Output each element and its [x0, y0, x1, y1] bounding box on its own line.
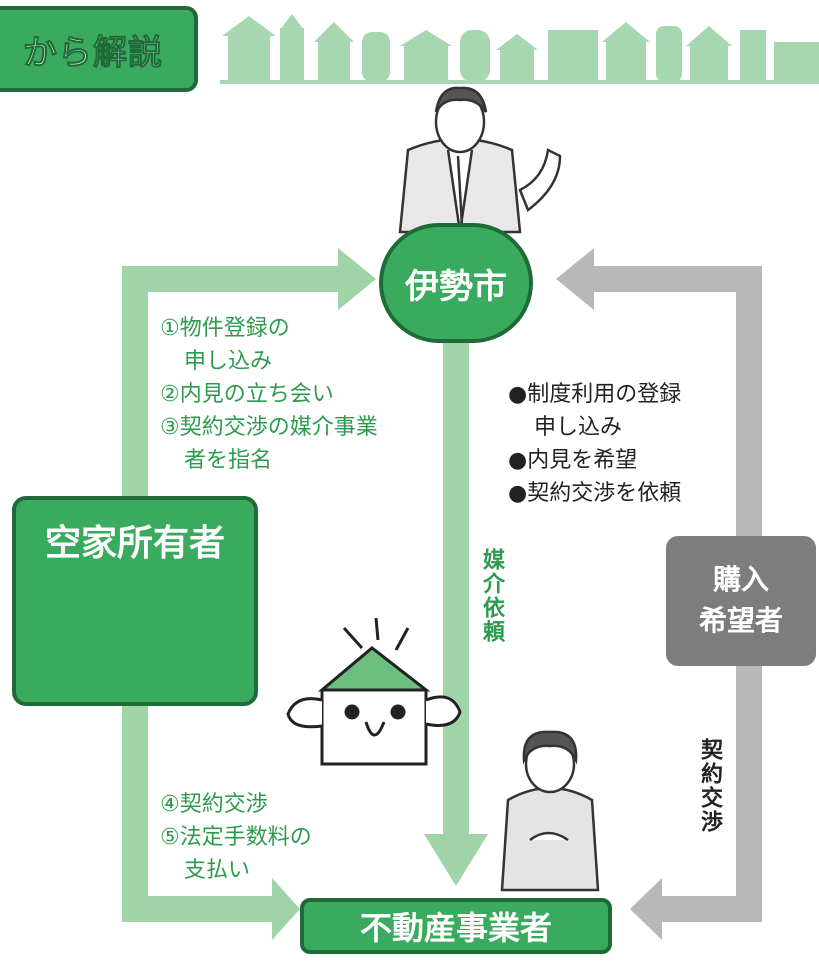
step-line: ④契約交渉 — [160, 792, 268, 817]
header-title: から解説 — [23, 32, 163, 73]
step-line: 者を指名 — [184, 448, 273, 473]
buyer-to-agent-label: 契約交渉 — [697, 738, 722, 834]
step-line: ⑤法定手数料の — [160, 825, 312, 850]
city-node: 伊勢市 — [378, 223, 534, 343]
step-line: ①物件登録の — [160, 316, 290, 341]
owner-node: 空家所有者 — [12, 496, 258, 706]
step-line: ●制度利用の登録 — [508, 382, 682, 407]
buyer-node: 購入 希望者 — [666, 536, 816, 666]
skyline-decoration — [220, 14, 819, 84]
arrow-owner-to-city — [122, 248, 376, 496]
step-line: ●契約交渉を依頼 — [508, 481, 682, 506]
step-line: ③契約交渉の媒介事業 — [160, 415, 378, 440]
arrow-city-to-agent — [424, 340, 488, 886]
owner-label: 空家所有者 — [44, 523, 225, 564]
city-circle: 伊勢市 — [379, 223, 533, 343]
mascot-house-illustration — [286, 617, 462, 766]
buyer-to-city-steps: ●制度利用の登録 申し込み ●内見を希望 ●契約交渉を依頼 — [508, 378, 681, 510]
step-line: ●内見を希望 — [508, 448, 638, 473]
step-line: 申し込み — [534, 415, 623, 440]
buyer-label-line1: 購入 — [712, 563, 769, 597]
owner-to-agent-steps: ④契約交渉 ⑤法定手数料の 支払い — [160, 788, 312, 887]
step-line: 支払い — [184, 858, 251, 883]
arrow-owner-to-agent — [122, 706, 300, 940]
step-line: ②内見の立ち会い — [160, 382, 334, 407]
agent-label: 不動産事業者 — [359, 909, 552, 947]
header-badge: から解説 — [0, 6, 198, 92]
official-illustration — [398, 86, 562, 234]
arrow-buyer-to-agent — [630, 666, 762, 940]
arrow-buyer-to-city — [556, 248, 762, 536]
agent-illustration — [500, 730, 600, 892]
owner-to-city-steps: ①物件登録の 申し込み ②内見の立ち会い ③契約交渉の媒介事業 者を指名 — [160, 312, 378, 477]
buyer-label-line2: 希望者 — [698, 604, 783, 637]
step-line: 申し込み — [184, 349, 273, 374]
city-to-agent-label: 媒介依頼 — [479, 548, 504, 644]
city-label: 伊勢市 — [405, 266, 507, 307]
agent-node: 不動産事業者 — [300, 898, 612, 954]
